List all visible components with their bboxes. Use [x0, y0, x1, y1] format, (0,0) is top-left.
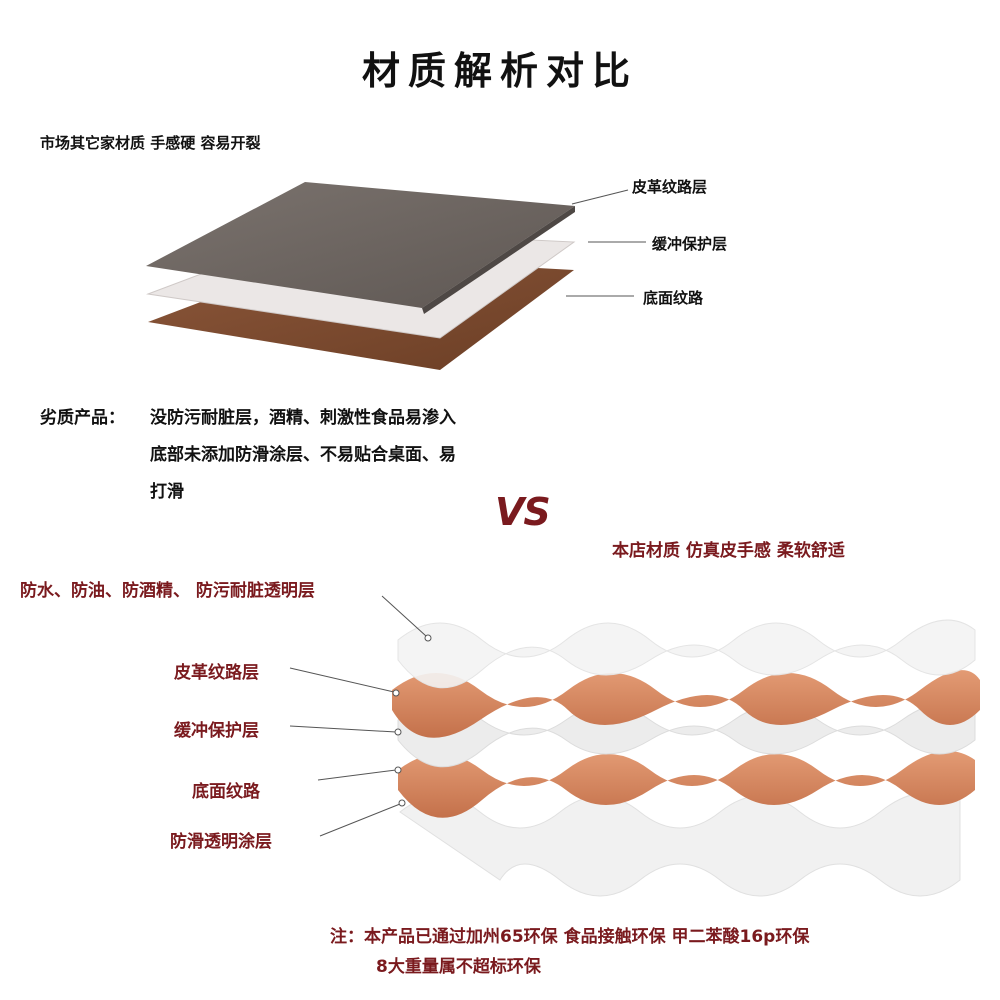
- inferior-desc-line-2: 底部未添加防滑涂层、不易贴合桌面、易: [150, 445, 456, 465]
- our-transparent-layer: [397, 619, 976, 689]
- our-subtitle: 本店材质 仿真皮手感 柔软舒适: [612, 541, 845, 561]
- inferior-layers: [146, 182, 646, 370]
- our-layer-buffer-label: 缓冲保护层: [174, 721, 259, 741]
- inferior-layer-leather-label: 皮革纹路层: [632, 178, 708, 196]
- vs-label: VS: [495, 490, 551, 534]
- our-leather-layer: [392, 670, 980, 738]
- our-bottom-texture-layer: [398, 751, 975, 818]
- inferior-subtitle: 市场其它家材质 手感硬 容易开裂: [40, 134, 261, 152]
- note-line-2: 8大重量属不超标环保: [376, 957, 541, 977]
- note-line-1: 注：本产品已通过加州65环保 食品接触环保 甲二苯酸16p环保: [330, 927, 810, 947]
- our-layer-transparent-label: 防水、防油、防酒精、 防污耐脏透明层: [20, 581, 315, 601]
- our-layers: [289, 595, 980, 897]
- inferior-desc-label: 劣质产品：: [40, 408, 125, 428]
- inferior-leather-sheet: [146, 182, 575, 308]
- our-layer-antislip-label: 防滑透明涂层: [170, 832, 272, 852]
- inferior-layer-buffer-label: 缓冲保护层: [652, 235, 728, 253]
- inferior-layer-bottom-label: 底面纹路: [643, 289, 704, 307]
- our-layer-bottom-label: 底面纹路: [192, 782, 260, 802]
- our-antislip-layer: [399, 791, 961, 897]
- our-layer-leather-label: 皮革纹路层: [174, 663, 259, 683]
- page-title: 材质解析对比: [361, 49, 638, 93]
- inferior-desc-line-1: 没防污耐脏层，酒精、刺激性食品易渗入: [150, 408, 456, 428]
- inferior-desc-line-3: 打滑: [150, 482, 184, 502]
